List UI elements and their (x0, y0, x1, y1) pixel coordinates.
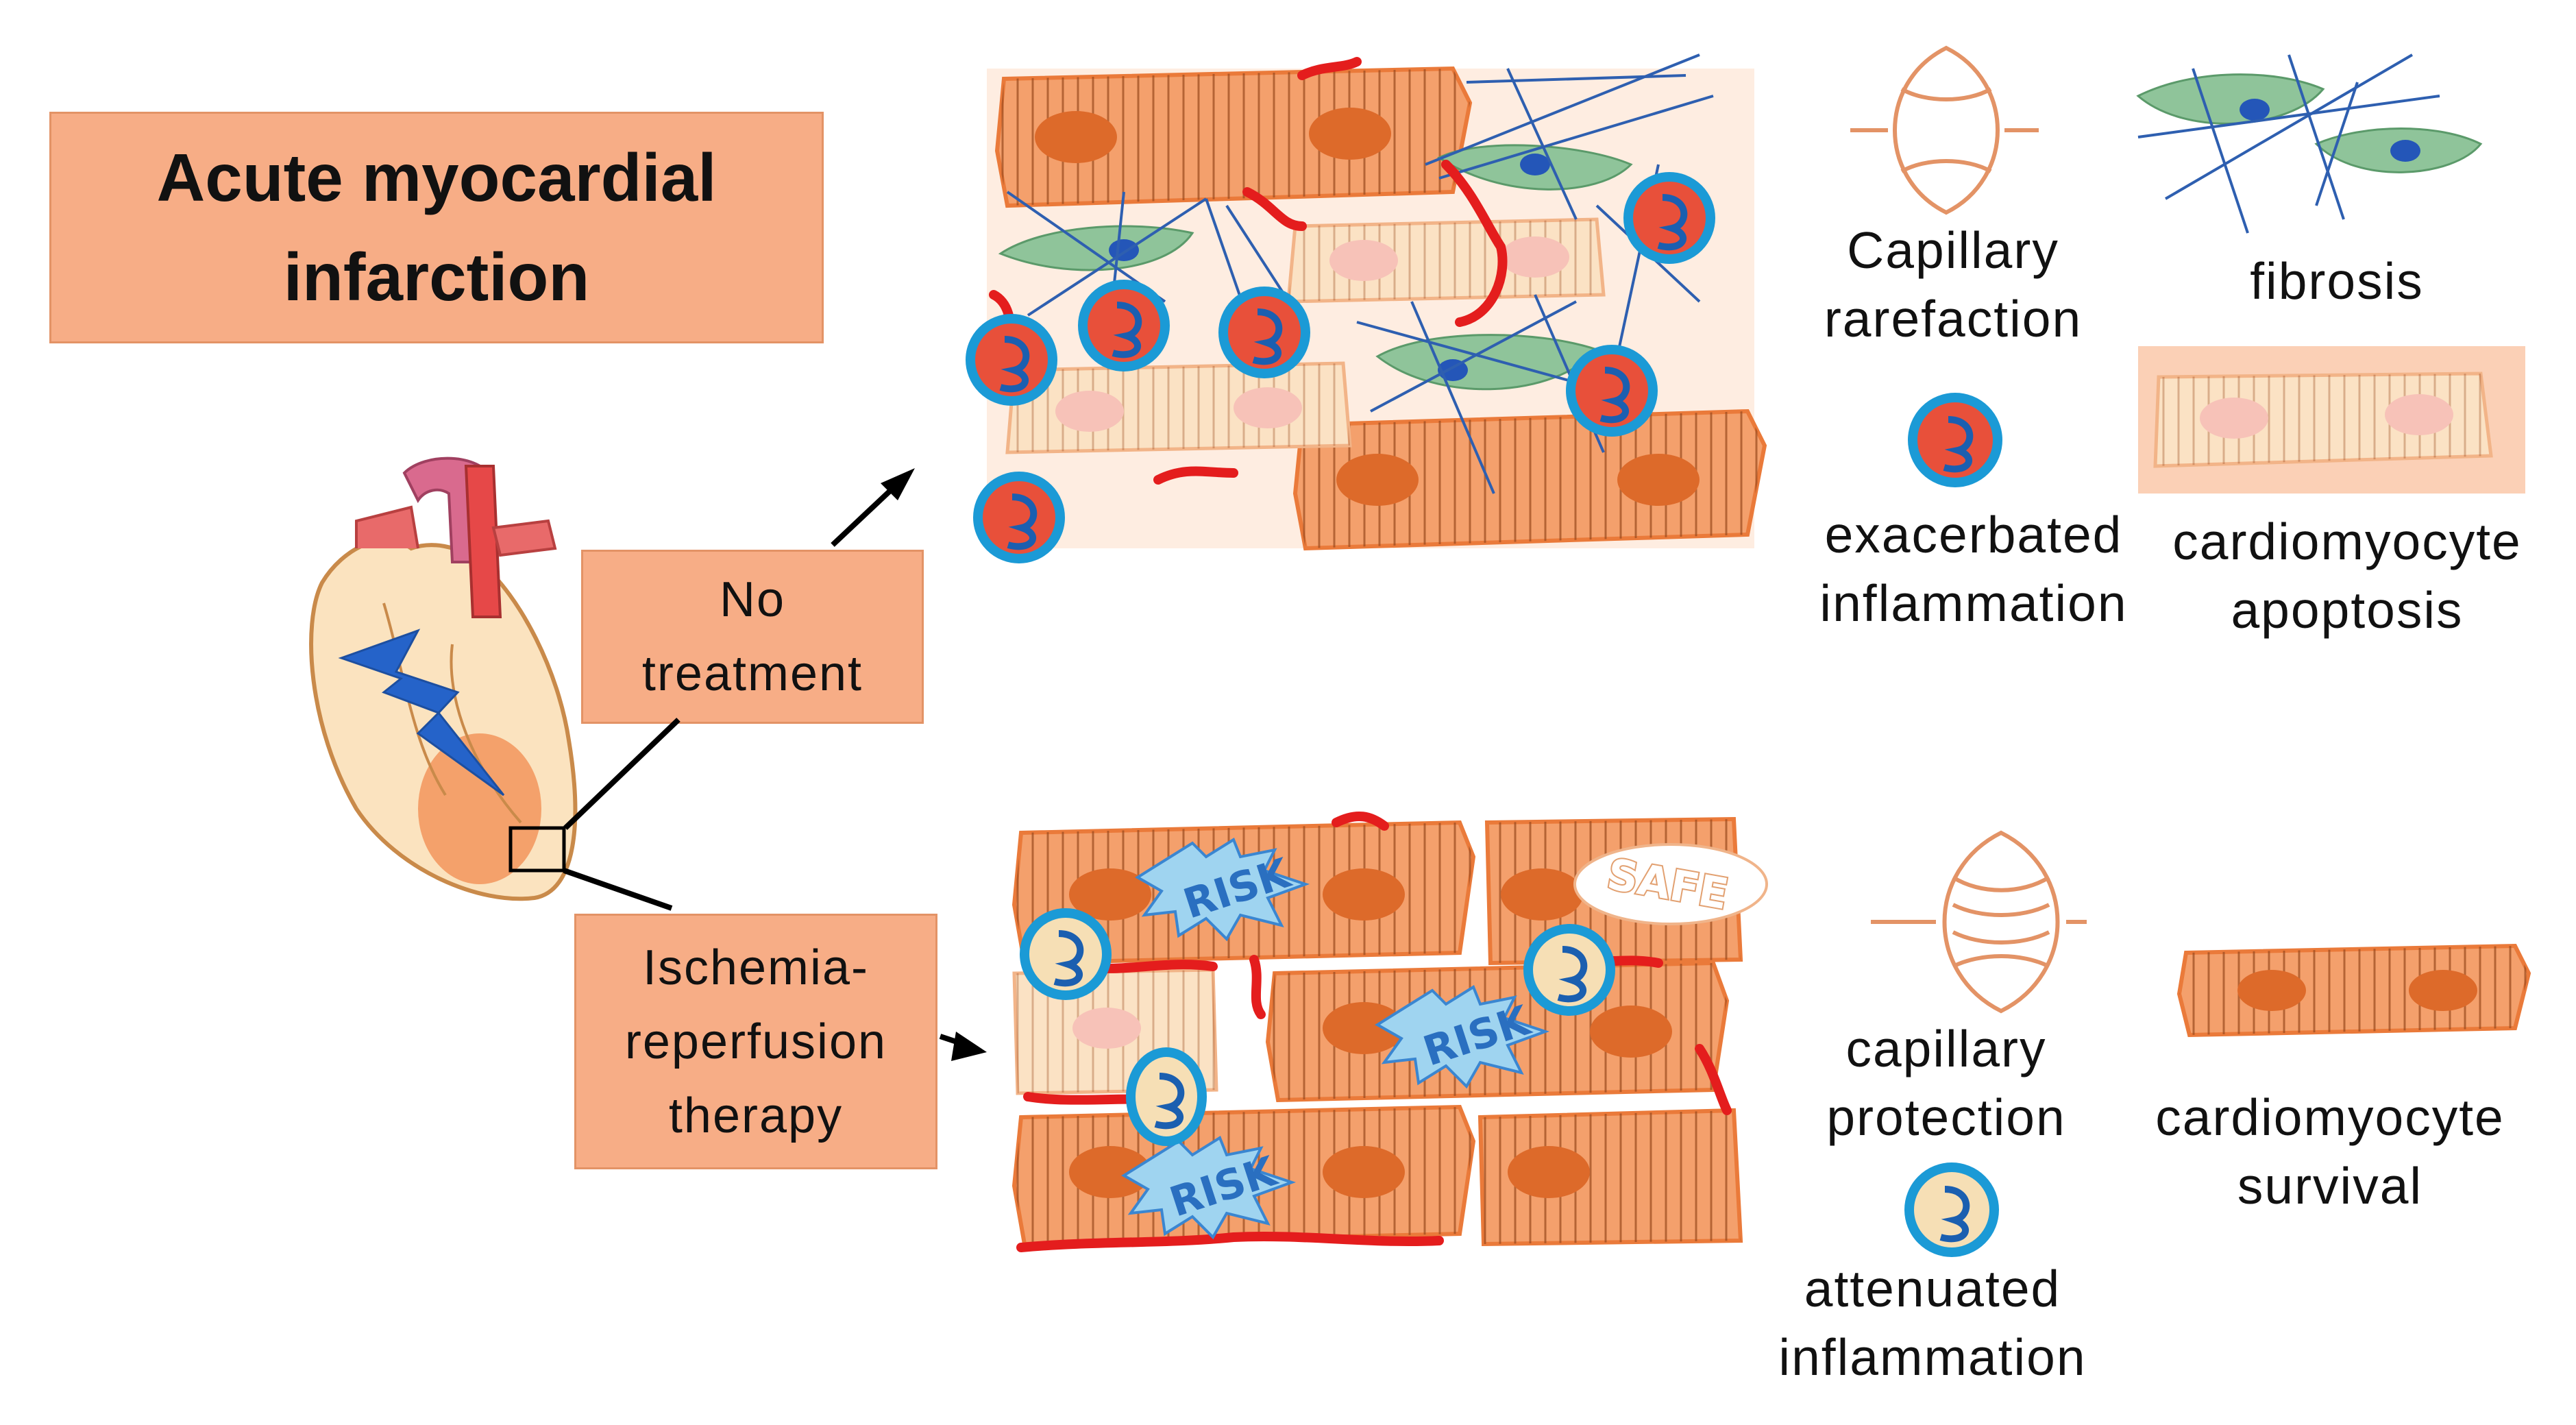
capillary-protection-icon (1871, 830, 2087, 1014)
ischemia-reperfusion-box: Ischemia- reperfusion therapy (574, 914, 937, 1169)
fibrosis-icon (2136, 53, 2483, 234)
legend-exacerbated-inflammation-line-2: inflammation (1819, 574, 2128, 632)
legend-exacerbated-inflammation: exacerbated inflammation (1802, 500, 2145, 637)
capillary-fragments (989, 57, 1508, 485)
arrow-to-no-treatment (563, 468, 915, 830)
inflamed-macrophage (1078, 280, 1170, 372)
no-treatment-tissue (966, 53, 1767, 563)
legend-capillary-rarefaction-line-1: Capillary (1847, 221, 2059, 279)
legend-exacerbated-inflammation-line-1: exacerbated (1824, 506, 2123, 563)
legend-attenuated-inflammation: attenuated inflammation (1768, 1254, 2097, 1391)
arrow-to-ischemia-reperfusion (563, 868, 987, 1061)
lightning-icon (338, 629, 505, 796)
apoptotic-cardiomyocyte (1286, 217, 1606, 304)
cardiomyocyte (1477, 1108, 1743, 1247)
capillary-rarefaction-icon (1850, 45, 2039, 215)
title-line-1: Acute myocardial (156, 140, 717, 215)
legend-cardiomyocyte-apoptosis-line-2: apoptosis (2231, 581, 2464, 639)
ischemia-reperfusion-tissue: RISK RISK RISK SAFE (1011, 811, 1768, 1252)
no-treatment-line-1: No (719, 572, 786, 627)
legend-attenuated-inflammation-line-1: attenuated (1804, 1260, 2061, 1317)
inflamed-macrophage (966, 314, 1057, 406)
ischemia-reperfusion-line-3: therapy (668, 1088, 844, 1143)
cardiomyocyte-icon (2176, 943, 2531, 1038)
attenuated-macrophage (1523, 924, 1615, 1016)
cardiomyocyte (1292, 409, 1767, 551)
heart-icon (309, 456, 578, 901)
risk-stamp: RISK (1121, 1136, 1297, 1240)
legend-fibrosis-line-1: fibrosis (2250, 252, 2424, 310)
legend-cardiomyocyte-survival-line-2: survival (2237, 1157, 2423, 1215)
legend-capillary-protection-line-2: protection (1826, 1088, 2066, 1146)
inflamed-macrophage (973, 472, 1065, 563)
safe-stamp: SAFE (1573, 843, 1768, 925)
fibroblast (998, 225, 1194, 271)
ischemia-reperfusion-line-2: reperfusion (624, 1014, 887, 1069)
apoptotic-cardiomyocyte (1005, 361, 1352, 454)
legend-capillary-protection: capillary protection (1809, 1014, 2083, 1152)
inflamed-macrophage (1566, 345, 1658, 437)
inflamed-macrophage-icon (1908, 393, 2002, 487)
apoptotic-cardiomyocyte-icon (2138, 346, 2525, 494)
no-treatment-line-2: treatment (641, 646, 863, 701)
attenuated-macrophage-icon (1904, 1162, 1999, 1257)
legend-cardiomyocyte-survival: cardiomyocyte survival (2138, 1083, 2522, 1220)
ischemia-reperfusion-line-1: Ischemia- (642, 940, 870, 995)
title-line-2: infarction (283, 239, 590, 315)
no-treatment-box: No treatment (581, 550, 924, 724)
cardiomyocyte (994, 66, 1473, 208)
attenuated-macrophage (1126, 1047, 1207, 1146)
inflamed-macrophage (1623, 172, 1715, 264)
legend-fibrosis: fibrosis (2207, 247, 2467, 315)
fibroblast (1437, 144, 1633, 191)
legend-cardiomyocyte-apoptosis: cardiomyocyte apoptosis (2155, 507, 2539, 644)
legend-attenuated-inflammation-line-2: inflammation (1778, 1328, 2087, 1386)
legend-capillary-rarefaction-line-2: rarefaction (1824, 290, 2083, 348)
attenuated-macrophage (1020, 908, 1112, 1000)
legend-cardiomyocyte-apoptosis-line-1: cardiomyocyte (2172, 513, 2522, 570)
legend-cardiomyocyte-survival-line-1: cardiomyocyte (2155, 1088, 2505, 1146)
risk-stamp: RISK (1135, 838, 1310, 942)
legend-capillary-rarefaction: Capillary rarefaction (1823, 216, 2083, 353)
title-box: Acute myocardial infarction (49, 112, 824, 343)
legend-capillary-protection-line-1: capillary (1845, 1020, 2047, 1077)
risk-stamp: RISK (1375, 985, 1550, 1089)
inflamed-macrophage (1218, 287, 1310, 378)
